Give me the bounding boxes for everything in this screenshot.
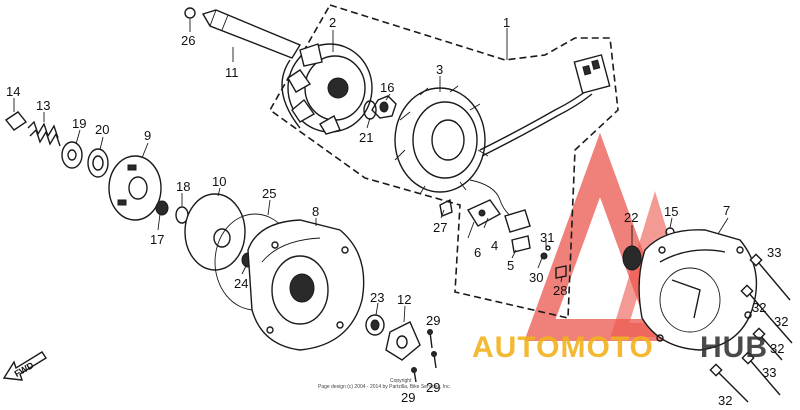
part-30-31-grommet xyxy=(540,245,551,260)
part-26-oring xyxy=(184,7,196,19)
label-part-22: 22 xyxy=(624,210,638,225)
forward-direction-indicator: FWD xyxy=(2,351,47,381)
label-part-12: 12 xyxy=(397,292,411,307)
wire-connector xyxy=(573,54,611,94)
label-part-26: 26 xyxy=(181,33,195,48)
part-32-bolts xyxy=(709,284,793,403)
copyright-notice: Copyright Page design (c) 2004 - 2014 by… xyxy=(318,378,451,390)
label-part-14: 14 xyxy=(6,84,20,99)
label-part-29-a: 29 xyxy=(426,313,440,328)
part-22-seal xyxy=(622,245,642,271)
label-part-15: 15 xyxy=(664,204,678,219)
part-16-nut xyxy=(371,95,397,119)
label-part-1: 1 xyxy=(503,15,510,30)
part-17-nut xyxy=(155,200,169,216)
part-5-clip xyxy=(511,235,531,253)
part-9-plate xyxy=(108,155,162,221)
label-part-21: 21 xyxy=(359,130,373,145)
label-part-19: 19 xyxy=(72,116,86,131)
part-13-spring xyxy=(27,120,61,147)
watermark-brand-part2: HUB xyxy=(700,331,768,364)
label-part-18: 18 xyxy=(176,179,190,194)
label-part-29-c: 29 xyxy=(426,380,440,395)
watermark-brand-part1: AUTOMOTO xyxy=(472,331,654,364)
label-part-16: 16 xyxy=(380,80,394,95)
label-part-33-b: 33 xyxy=(762,365,776,380)
label-part-29-b: 29 xyxy=(401,390,415,405)
label-part-32-a: 32 xyxy=(752,300,766,315)
label-part-17: 17 xyxy=(150,232,164,247)
label-part-32-c: 32 xyxy=(770,341,784,356)
part-14-cap xyxy=(4,111,28,131)
label-part-7: 7 xyxy=(723,203,730,218)
part-28-screw xyxy=(555,265,567,279)
part-10-gasket xyxy=(184,193,246,271)
part-27-screw xyxy=(439,198,453,217)
assembly-boundary-dashed xyxy=(268,4,619,319)
label-part-23: 23 xyxy=(370,290,384,305)
label-part-33-a: 33 xyxy=(767,245,781,260)
part-number-labels: 1 2 3 4 5 6 7 8 9 10 11 12 13 14 15 16 1… xyxy=(6,15,788,408)
label-part-32-b: 32 xyxy=(774,314,788,329)
label-part-13: 13 xyxy=(36,98,50,113)
label-part-6: 6 xyxy=(474,245,481,260)
label-part-32-d: 32 xyxy=(718,393,732,408)
part-8-crankcase-cover xyxy=(247,219,365,351)
part-12-plate xyxy=(385,321,421,361)
label-part-20: 20 xyxy=(95,122,109,137)
part-29-bolts xyxy=(411,329,437,383)
part-20-ring xyxy=(87,148,109,178)
part-2-flywheel-rotor xyxy=(281,43,373,135)
label-part-3: 3 xyxy=(436,62,443,77)
watermark-brand-text: AUTOMOTO HUB xyxy=(472,331,768,364)
label-part-2: 2 xyxy=(329,15,336,30)
label-part-5: 5 xyxy=(507,258,514,273)
copyright-line-1: Copyright xyxy=(390,378,412,384)
label-part-31: 31 xyxy=(540,230,554,245)
label-part-8: 8 xyxy=(312,204,319,219)
part-7-right-cover xyxy=(638,229,758,351)
part-19-washer xyxy=(61,141,83,169)
copyright-line-2: Page design (c) 2004 - 2014 by Partzilla… xyxy=(318,384,451,390)
part-3-stator xyxy=(394,85,489,195)
part-23-seal xyxy=(365,314,385,336)
label-part-27: 27 xyxy=(433,220,447,235)
leader-lines xyxy=(13,19,729,323)
part-4-bracket xyxy=(504,209,531,233)
label-part-4: 4 xyxy=(491,238,498,253)
label-part-25: 25 xyxy=(262,186,276,201)
part-6-pulse-generator xyxy=(466,199,502,227)
label-part-10: 10 xyxy=(212,174,226,189)
part-11-shaft xyxy=(201,9,302,59)
label-part-24: 24 xyxy=(234,276,248,291)
label-part-30: 30 xyxy=(529,270,543,285)
label-part-9: 9 xyxy=(144,128,151,143)
label-part-11: 11 xyxy=(225,65,239,80)
label-part-28: 28 xyxy=(553,283,567,298)
fwd-arrow-icon xyxy=(2,351,47,381)
part-33-bolts xyxy=(741,253,791,396)
